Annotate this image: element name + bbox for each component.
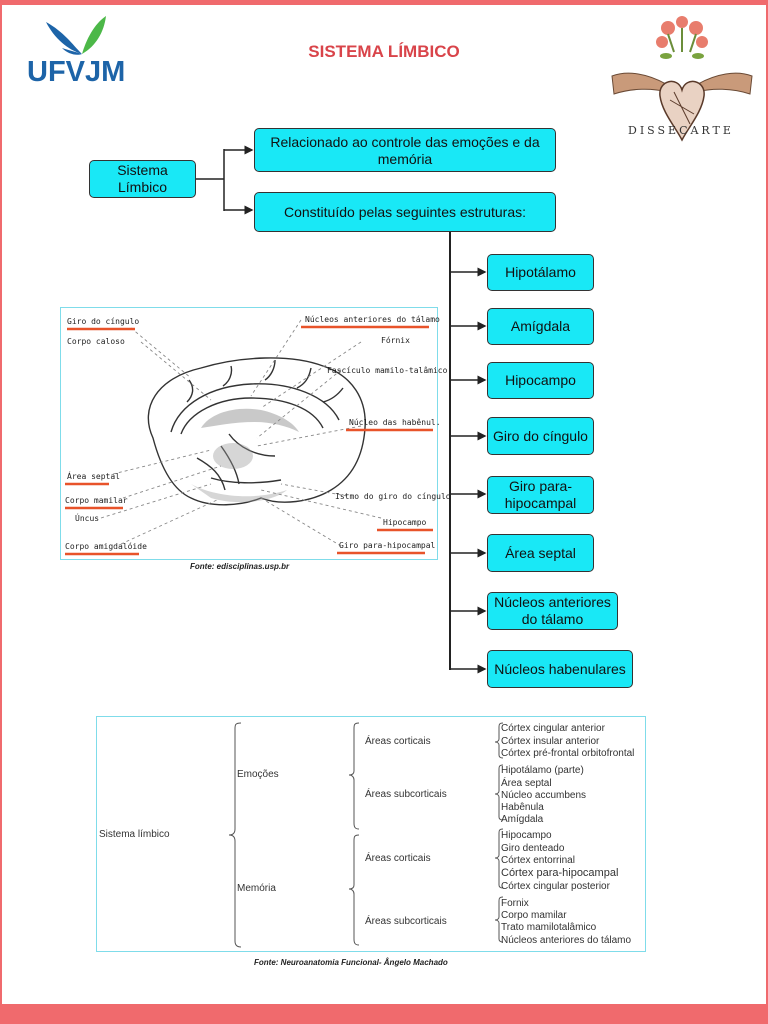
table-braces <box>228 722 504 948</box>
brain-figure: Giro do cíngulo Corpo caloso Núcleos ant… <box>60 307 451 560</box>
label-fornix: Fórnix <box>381 336 410 345</box>
label-corpo-amigdaloide: Corpo amigdalóide <box>65 542 147 551</box>
label-corpo-mamilar: Corpo mamilar <box>65 496 128 505</box>
label-giro-para: Giro para-hipocampal <box>339 541 436 550</box>
brain-figure-caption: Fonte: edisciplinas.usp.br <box>190 562 290 571</box>
structure-giro-cingulo: Giro do cíngulo <box>487 417 594 455</box>
logo-text: UFVJM <box>27 56 126 88</box>
structure-nucleos-anteriores: Núcleos anteriores do tálamo <box>487 592 618 630</box>
structure-amigdala: Amígdala <box>487 308 594 345</box>
label-giro-cingulo: Giro do cíngulo <box>67 317 140 326</box>
structure-hipotalamo: Hipotálamo <box>487 254 594 291</box>
dissecarte-artwork <box>611 16 753 142</box>
table-item: Giro denteado <box>501 843 565 854</box>
area-emocoes-corticais: Áreas corticais <box>365 736 431 747</box>
ufvjm-logo <box>46 16 106 55</box>
table-item: Córtex cingular posterior <box>501 881 610 892</box>
label-area-septal: Área septal <box>67 472 120 481</box>
structure-hipocampo: Hipocampo <box>487 362 594 399</box>
table-item: Fornix <box>501 898 529 909</box>
node-description: Relacionado ao controle das emoções e da… <box>254 128 556 172</box>
bottom-border-bar <box>0 1004 768 1024</box>
table-item: Trato mamilotalâmico <box>501 922 597 933</box>
label-uncus: Úncus <box>75 514 100 523</box>
table-item: Córtex pré-frontal orbitofrontal <box>501 748 635 759</box>
brain-drawing <box>65 319 433 556</box>
table-root: Sistema límbico <box>99 829 170 840</box>
area-memoria-corticais: Áreas corticais <box>365 853 431 864</box>
area-emocoes-subcorticais: Áreas subcorticais <box>365 789 447 800</box>
structure-nucleos-habenulares: Núcleos habenulares <box>487 650 633 688</box>
table-figure-caption: Fonte: Neuroanatomia Funcional- Ângelo M… <box>254 958 448 967</box>
limbic-table-figure: Sistema límbico Emoções Memória Áreas co… <box>96 716 646 952</box>
table-item: Córtex insular anterior <box>501 736 600 747</box>
group-emocoes: Emoções <box>237 769 279 780</box>
label-corpo-caloso: Corpo caloso <box>67 337 125 346</box>
structure-giro-para-hipocampal: Giro para-hipocampal <box>487 476 594 514</box>
right-border <box>766 0 768 1024</box>
table-item: Área septal <box>501 778 552 789</box>
label-nucleo-habenul: Núcleo das habênul. <box>349 418 441 427</box>
structure-area-septal: Área septal <box>487 534 594 572</box>
table-item: Corpo mamilar <box>501 910 567 921</box>
group-memoria: Memória <box>237 883 276 894</box>
label-nucleos-anteriores: Núcleos anteriores do tálamo <box>305 315 440 324</box>
page-title: SISTEMA LÍMBICO <box>308 42 460 61</box>
label-fasciculo: Fascículo mamilo-talâmico <box>327 366 448 375</box>
table-item: Habênula <box>501 802 544 813</box>
table-item: Córtex para-hipocampal <box>501 867 619 879</box>
table-item: Amígdala <box>501 814 544 825</box>
table-item: Núcleos anteriores do tálamo <box>501 935 632 946</box>
table-item: Hipocampo <box>501 830 552 841</box>
node-sistema-limbico: Sistema Límbico <box>89 160 196 198</box>
label-hipocampo: Hipocampo <box>383 518 427 527</box>
top-border-bar <box>0 0 768 5</box>
table-item: Hipotálamo (parte) <box>501 765 584 776</box>
area-memoria-subcorticais: Áreas subcorticais <box>365 916 447 927</box>
art-caption: DISSECARTE <box>628 124 734 137</box>
left-border <box>0 0 2 1024</box>
node-constituted: Constituído pelas seguintes estruturas: <box>254 192 556 232</box>
label-istmo: Istmo do giro do cíngulo <box>335 492 451 501</box>
table-item: Córtex entorrinal <box>501 855 575 866</box>
table-item: Núcleo accumbens <box>501 790 587 801</box>
table-item: Córtex cingular anterior <box>501 723 605 734</box>
